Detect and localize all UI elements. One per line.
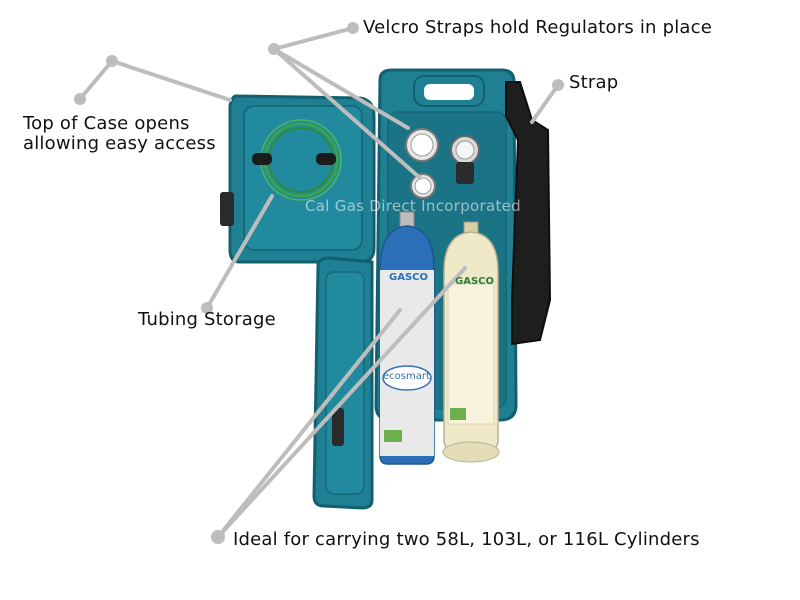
top-of-case-label-line2: allowing easy access <box>23 133 216 154</box>
callout-pointers <box>78 26 560 539</box>
ideal-for-carrying-label: Ideal for carrying two 58L, 103L, or 116… <box>233 529 700 550</box>
tubing-storage-label: Tubing Storage <box>138 309 276 330</box>
cream-cylinder <box>442 221 500 463</box>
velcro-pointer-top <box>272 26 355 51</box>
tubing-pointer <box>205 194 274 310</box>
regulators <box>405 128 480 199</box>
ideal-pointer-b <box>216 266 467 539</box>
top-of-case-label-line1: Top of Case opens <box>23 113 190 134</box>
watermark: Cal Gas Direct Incorporated <box>305 197 521 215</box>
right-cylinder-brand: GASCO <box>455 276 494 287</box>
ideal-pointer-a <box>216 308 402 539</box>
velcro-pointer-b <box>272 47 422 180</box>
left-cylinder-logo: ecosmart <box>383 371 430 382</box>
latch <box>220 192 234 226</box>
shoulder-strap <box>505 81 552 346</box>
callout-dots <box>74 22 564 544</box>
left-cylinder-brand: GASCO <box>389 272 428 283</box>
door-latch <box>332 408 344 446</box>
blue-cylinder <box>379 211 435 465</box>
velcro-straps-label: Velcro Straps hold Regulators in place <box>363 17 713 38</box>
strap-label: Strap <box>569 72 619 93</box>
top-pointer-a <box>78 59 114 101</box>
strap-pointer <box>530 83 560 124</box>
velcro-pointer-a <box>272 47 410 130</box>
top-pointer-b <box>110 59 232 102</box>
tubing-coil <box>252 119 342 201</box>
